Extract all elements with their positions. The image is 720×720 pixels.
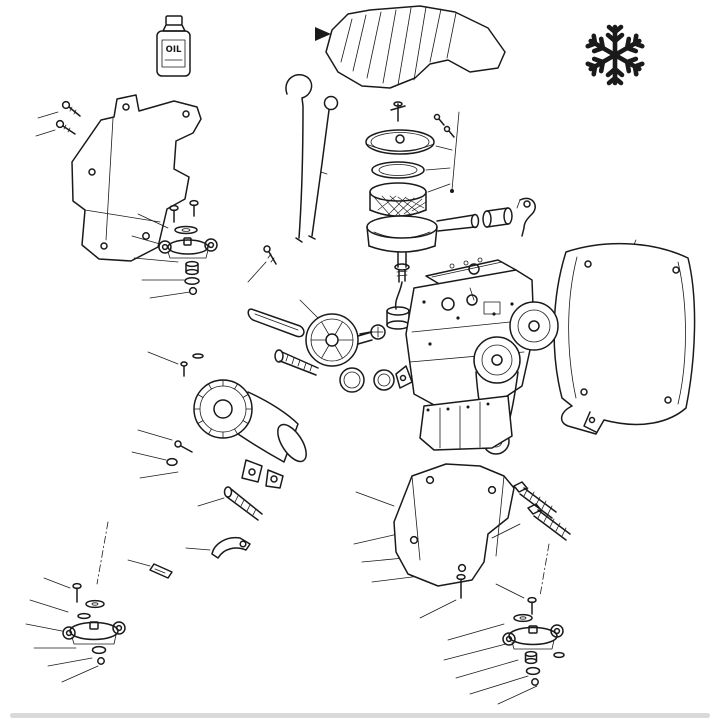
cover-screws <box>425 111 460 193</box>
air-filter-assembly <box>365 101 536 310</box>
air-filter-gasket <box>371 161 425 179</box>
wing-bolt <box>390 101 406 122</box>
page-edge-shadow <box>10 713 710 718</box>
engine-mount-right-stack <box>419 543 565 705</box>
flat-belt <box>247 308 305 338</box>
upper-mounting-bracket <box>71 94 202 262</box>
air-filter-element <box>369 182 427 217</box>
intake-spacer <box>482 207 513 228</box>
air-filter-cover <box>365 129 435 155</box>
oil-bottle-label: OIL <box>166 45 182 55</box>
air-filter-housing <box>366 213 480 253</box>
support-hook-bracket <box>185 536 251 559</box>
lower-mounting-bracket <box>353 463 515 587</box>
intake-stem <box>394 252 410 310</box>
compressor-lugs <box>241 459 284 489</box>
crankshaft-pulley <box>473 336 521 384</box>
compressor-fasteners <box>166 353 204 467</box>
engine-mount-upper-stack <box>131 199 218 299</box>
engine-block <box>339 257 559 455</box>
mounting-stud <box>197 486 263 521</box>
breather-hook-tube <box>285 73 313 243</box>
oil-pan <box>419 395 513 451</box>
tensioner-screw <box>274 349 319 376</box>
mount-ear <box>395 365 413 389</box>
retainer-clip <box>127 559 173 579</box>
hose-clamp <box>516 197 536 237</box>
snowflake-icon <box>587 27 642 83</box>
spoked-fan-pulley <box>299 299 373 367</box>
oil-bottle: OIL <box>156 15 191 77</box>
engine-shield-panel <box>553 239 696 435</box>
clutch-fins <box>193 379 253 439</box>
flywheel-disc <box>509 301 559 351</box>
engine-mount-left-stack <box>25 521 126 683</box>
small-bolt-mid <box>247 245 277 283</box>
idler-drums <box>339 367 395 393</box>
ribbed-engine-cover <box>315 5 506 89</box>
bracket-bolt-fasteners <box>35 100 81 137</box>
spring-bolts <box>491 481 571 541</box>
compressor-with-clutch <box>131 351 307 489</box>
pointer-arrow <box>315 27 331 41</box>
oil-dipstick <box>308 95 339 240</box>
